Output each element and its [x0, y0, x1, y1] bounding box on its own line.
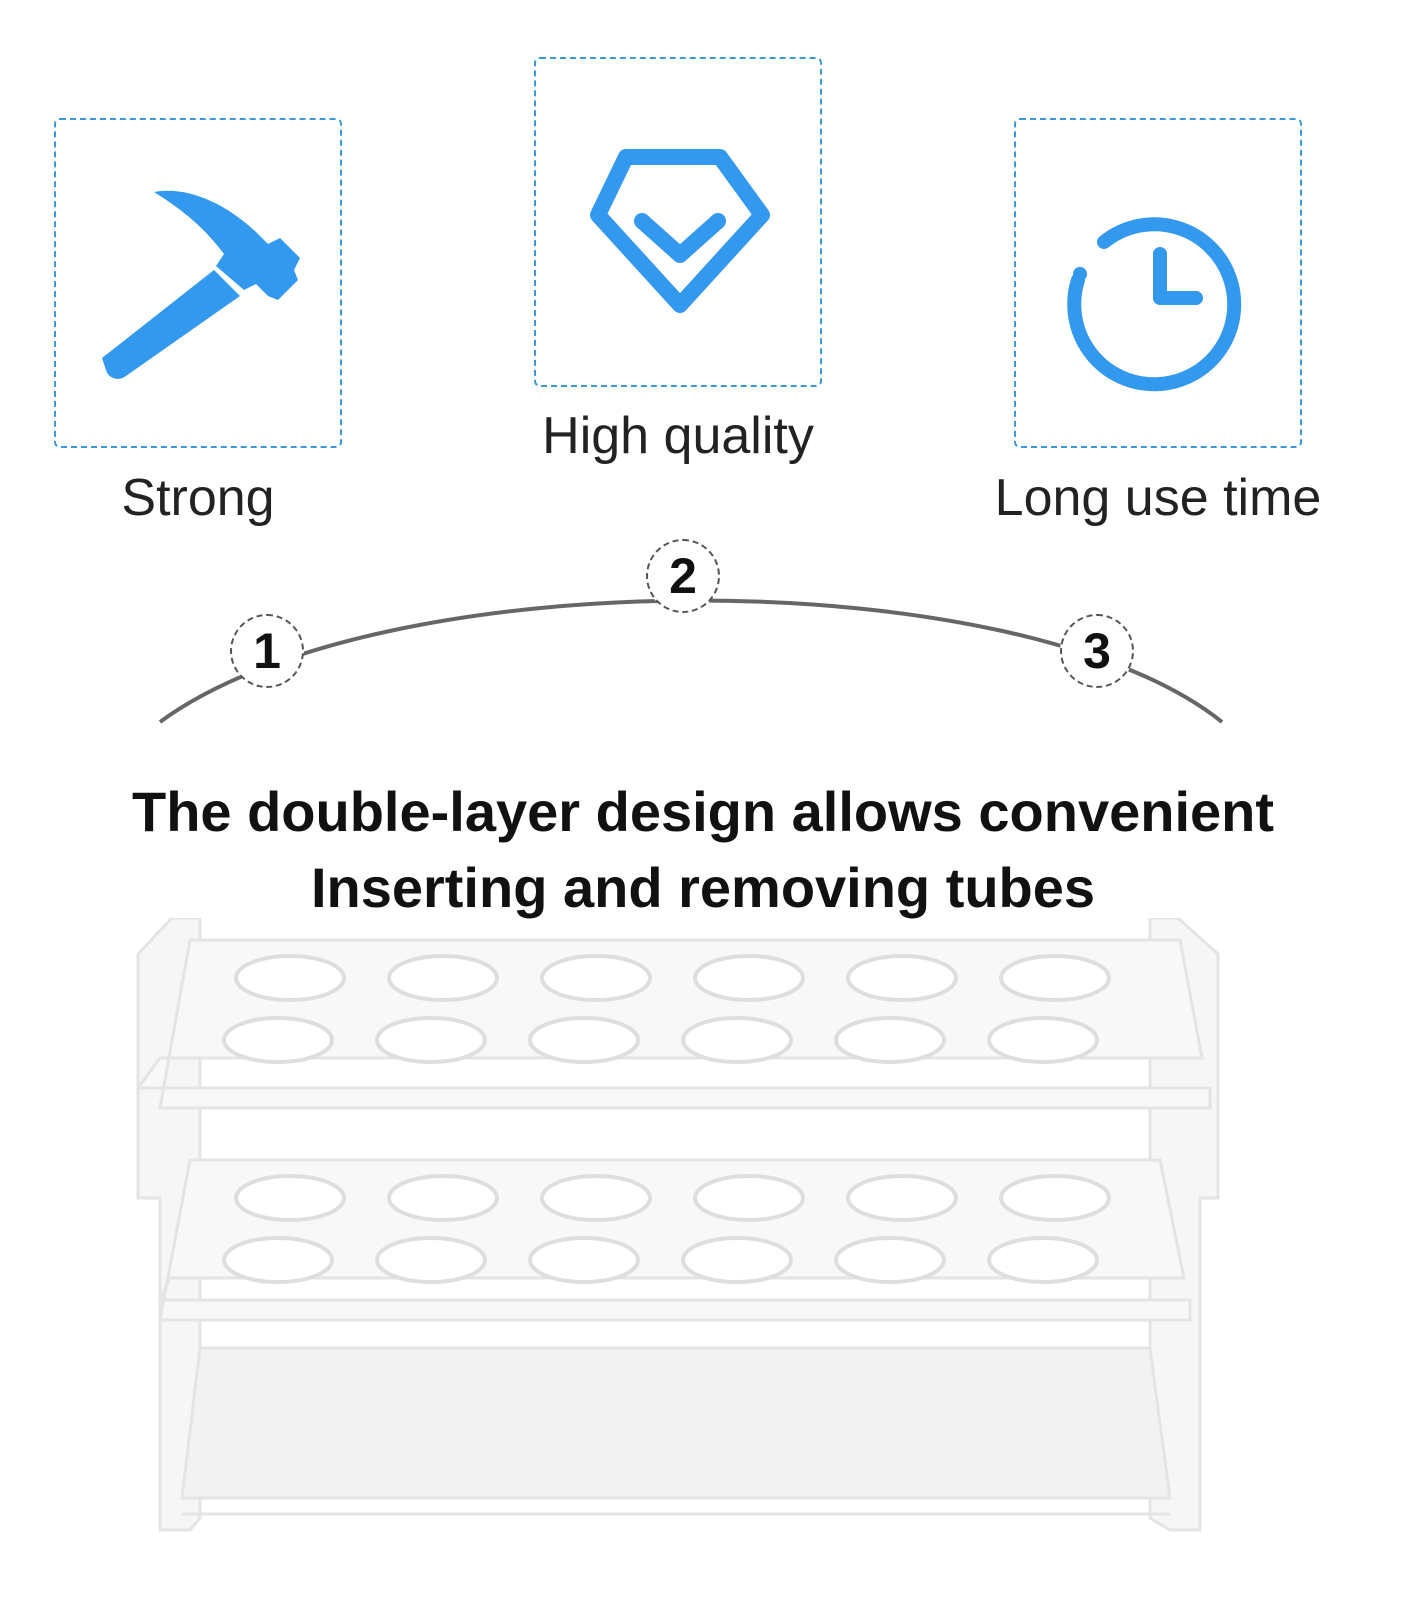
- rack-hole: [528, 1016, 640, 1064]
- step-badge-3: 3: [1060, 614, 1134, 688]
- rack-hole: [387, 1174, 499, 1222]
- headline-line-1: The double-layer design allows convenien…: [131, 780, 1274, 843]
- feature-box-strong: [54, 118, 342, 448]
- feature-box-high-quality: [534, 57, 822, 387]
- feature-label-high-quality: High quality: [542, 407, 814, 465]
- rack-hole: [387, 954, 499, 1002]
- rack-hole: [681, 1236, 793, 1284]
- rack-hole: [375, 1016, 487, 1064]
- rack-hole: [234, 1174, 346, 1222]
- diamond-icon: [590, 149, 770, 313]
- rack-hole: [375, 1236, 487, 1284]
- rack-hole: [540, 954, 652, 1002]
- step-badge-1: 1: [230, 614, 304, 688]
- rack-hole: [834, 1236, 946, 1284]
- feature-box-long-use-time: [1014, 118, 1302, 448]
- rack-hole: [999, 1174, 1111, 1222]
- rack-hole: [222, 1016, 334, 1064]
- test-tube-rack-image: [135, 918, 1220, 1532]
- rack-hole: [693, 1174, 805, 1222]
- rack-hole: [999, 954, 1111, 1002]
- rack-hole: [222, 1236, 334, 1284]
- rack-hole: [834, 1016, 946, 1064]
- feature-label-long-use-time: Long use time: [994, 469, 1322, 527]
- headline-line-2: Inserting and removing tubes: [310, 856, 1096, 919]
- rack-hole: [528, 1236, 640, 1284]
- rack-hole: [234, 954, 346, 1002]
- feature-label-strong: Strong: [121, 469, 275, 527]
- rack-hole: [987, 1016, 1099, 1064]
- rack-hole: [846, 1174, 958, 1222]
- rack-hole: [987, 1236, 1099, 1284]
- rack-hole: [540, 1174, 652, 1222]
- rack-hole: [846, 954, 958, 1002]
- clock-icon: [1067, 217, 1242, 392]
- hammer-icon: [102, 190, 300, 379]
- rack-hole: [681, 1016, 793, 1064]
- step-badge-2: 2: [646, 539, 720, 613]
- rack-hole: [693, 954, 805, 1002]
